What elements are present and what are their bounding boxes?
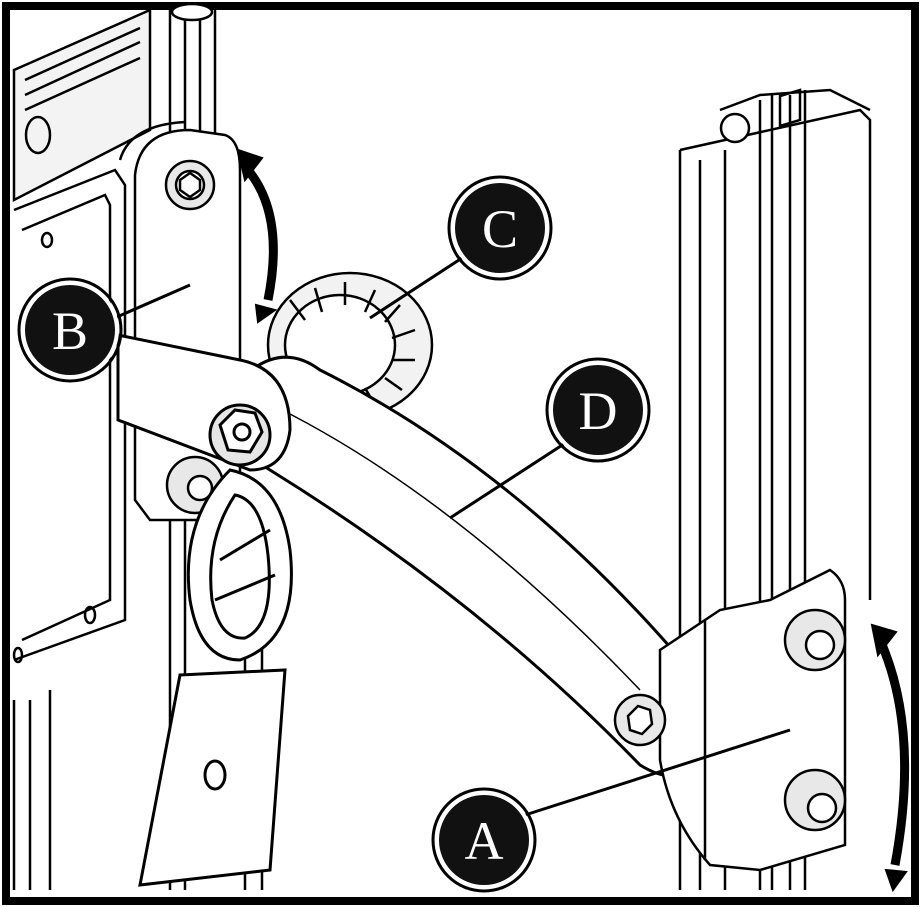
callout-c: C: [447, 175, 553, 281]
leader-c: [369, 256, 463, 320]
bracket-a: [613, 568, 847, 872]
label-a: A: [465, 811, 504, 871]
rotation-arrow-right: [870, 623, 910, 893]
left-panel: [12, 8, 152, 890]
tag-plate: [138, 668, 287, 887]
handle-ring: [186, 468, 293, 662]
link-b: [116, 333, 292, 472]
callout-d: D: [545, 357, 651, 463]
leader-d: [449, 438, 571, 520]
label-d: D: [579, 381, 618, 441]
label-c: C: [482, 199, 518, 259]
label-b: B: [52, 301, 88, 361]
right-extrusion: [678, 88, 872, 890]
leader-lines: [109, 256, 791, 817]
callout-b: B: [17, 277, 123, 383]
leader-b: [109, 283, 191, 322]
leader-a: [524, 728, 791, 817]
rotation-arrow-left: [236, 148, 278, 324]
callout-a: A: [431, 787, 537, 893]
